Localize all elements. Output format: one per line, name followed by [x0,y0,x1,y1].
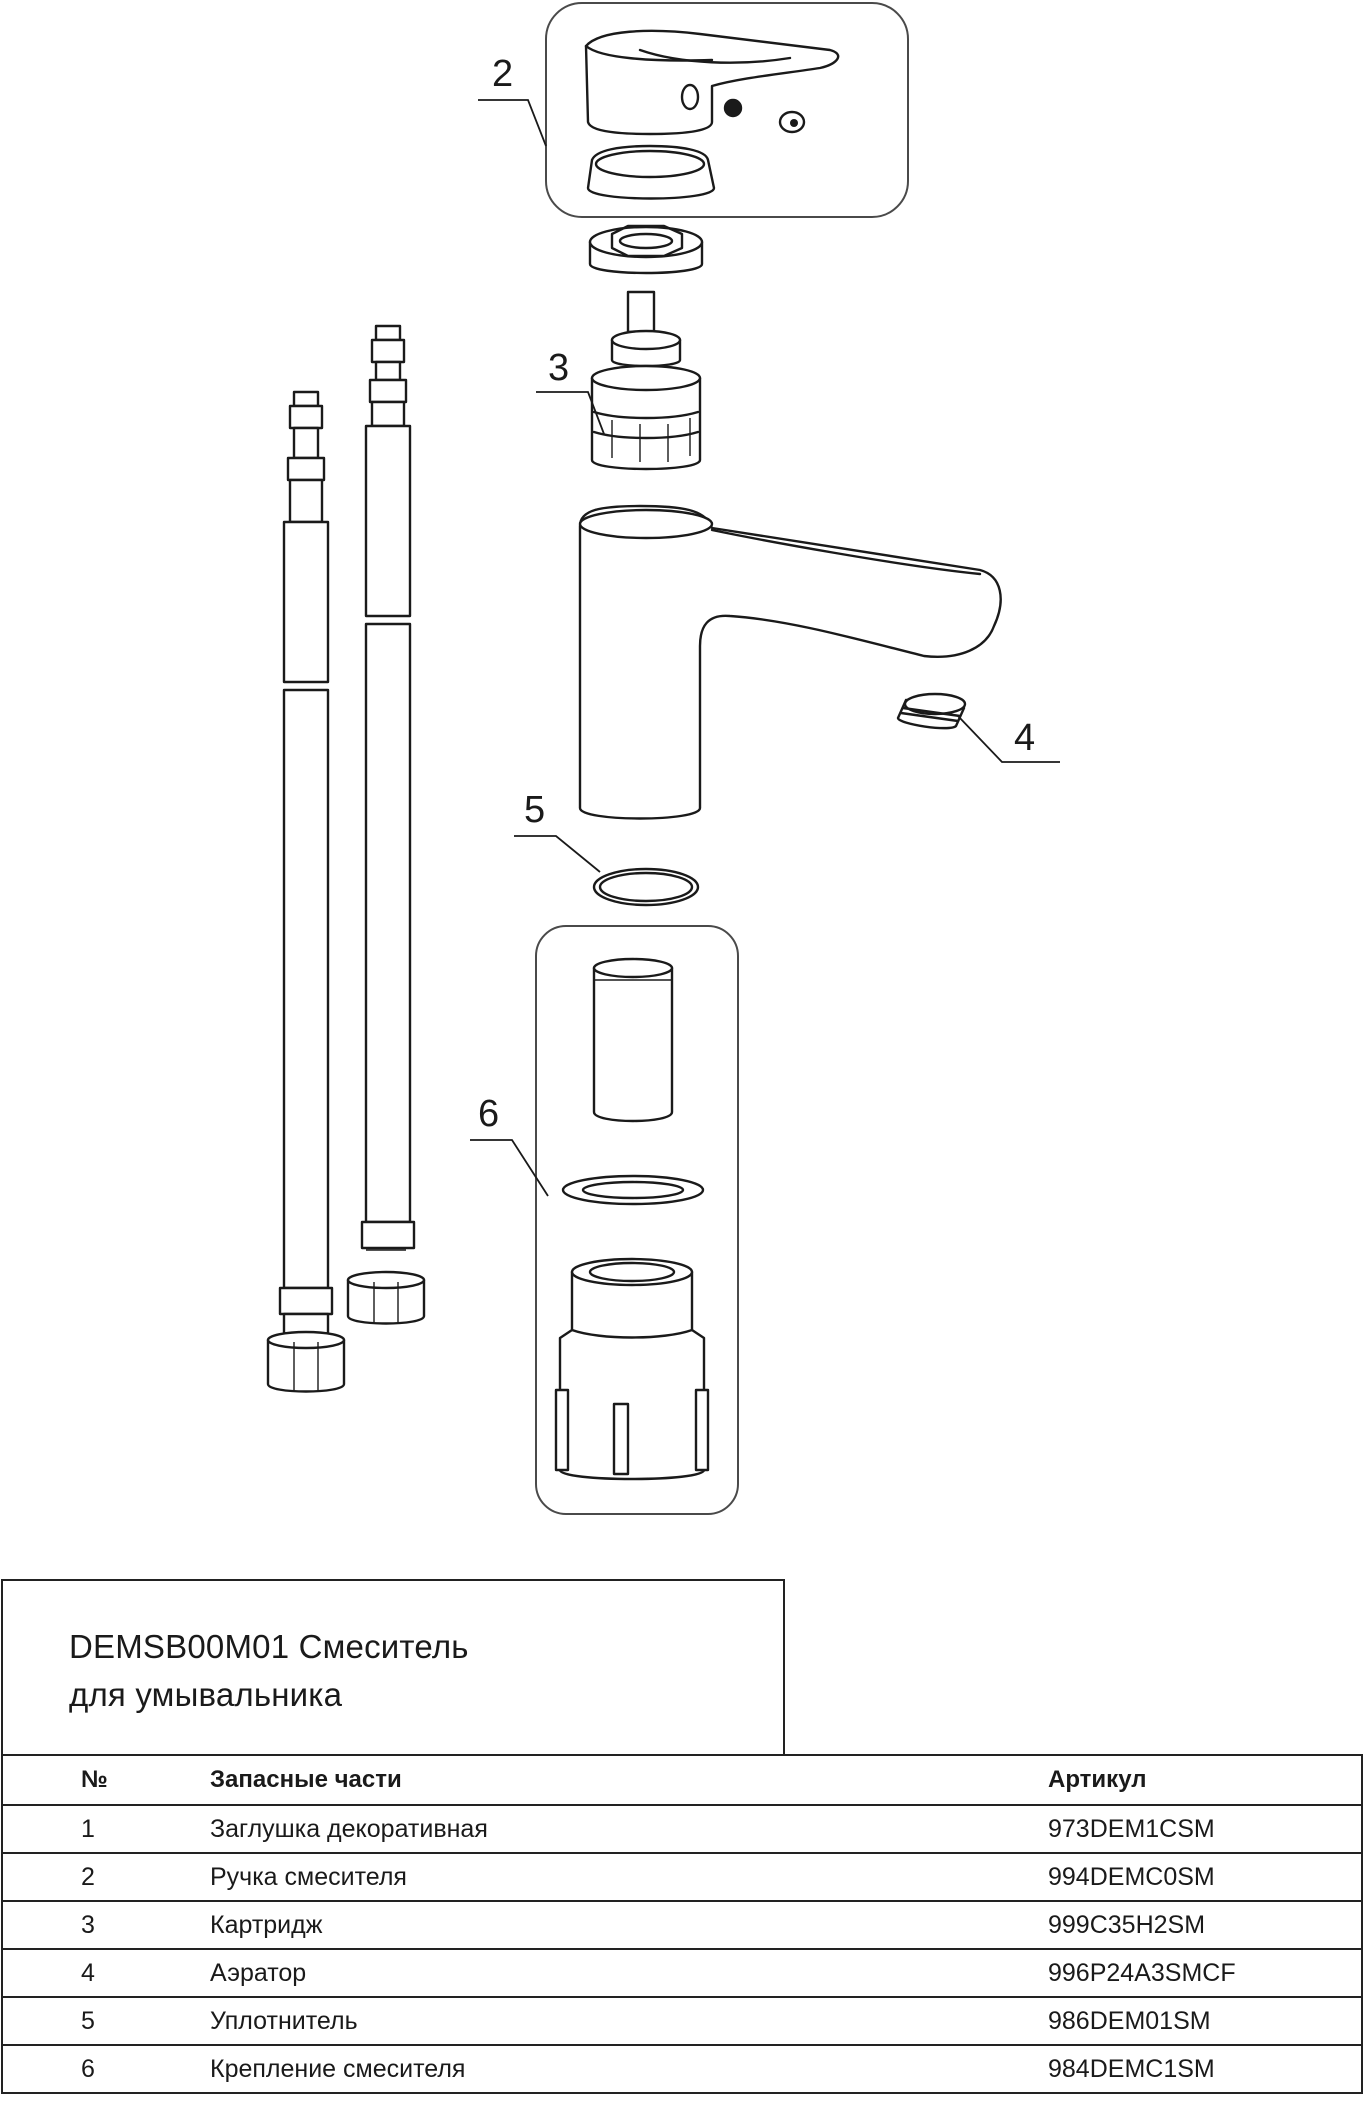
product-title: DEMSB00M01 Смеситель для умывальника [69,1628,469,1713]
table-header-row: № Запасные части Артикул [1,1754,1363,1806]
aerator [896,692,967,730]
row-no: 4 [1,1948,210,1998]
table-row: 5 Уплотнитель 986DEM01SM [1,1996,1363,2046]
row-article: 994DEMC0SM [1048,1852,1363,1902]
cartridge [590,290,702,471]
table-row: 6 Крепление смесителя 984DEMC1SM [1,2044,1363,2094]
header-name: Запасные части [210,1754,1048,1806]
row-article: 973DEM1CSM [1048,1804,1363,1854]
row-article: 984DEMC1SM [1048,2044,1363,2094]
faucet-body [578,504,1002,820]
row-no: 5 [1,1996,210,2046]
row-article: 996P24A3SMCF [1048,1948,1363,1998]
exploded-parts-diagram: 2 3 4 5 6 [266,2,1060,1515]
table-row: 1 Заглушка декоративная 973DEM1CSM [1,1804,1363,1854]
row-name: Аэратор [210,1948,1048,1998]
o-ring [592,867,700,907]
row-article: 986DEM01SM [1048,1996,1363,2046]
row-no: 3 [1,1900,210,1950]
hose-left [266,390,346,1393]
row-name: Уплотнитель [210,1996,1048,2046]
row-no: 1 [1,1804,210,1854]
mounting-kit [535,925,739,1515]
header-article: Артикул [1048,1754,1363,1806]
callout-6: 6 [478,1093,499,1135]
callout-leaders [470,99,1060,1197]
callout-2: 2 [492,53,513,95]
row-name: Заглушка декоративная [210,1804,1048,1854]
callout-5: 5 [524,789,545,831]
cartridge-nut [588,224,704,275]
row-name: Крепление смесителя [210,2044,1048,2094]
hose-right [346,324,426,1325]
title-box: DEMSB00M01 Смеситель для умывальника [1,1579,785,1755]
row-name: Картридж [210,1900,1048,1950]
callout-3: 3 [548,347,569,389]
spare-parts-table: № Запасные части Артикул 1 Заглушка деко… [1,1754,1363,2094]
row-name: Ручка смесителя [210,1852,1048,1902]
header-no: № [1,1754,210,1806]
table-row: 2 Ручка смесителя 994DEMC0SM [1,1852,1363,1902]
row-article: 999C35H2SM [1048,1900,1363,1950]
row-no: 2 [1,1852,210,1902]
table-row: 4 Аэратор 996P24A3SMCF [1,1948,1363,1998]
handle-assembly [545,2,909,218]
row-no: 6 [1,2044,210,2094]
table-row: 3 Картридж 999C35H2SM [1,1900,1363,1950]
callout-4: 4 [1014,717,1035,759]
